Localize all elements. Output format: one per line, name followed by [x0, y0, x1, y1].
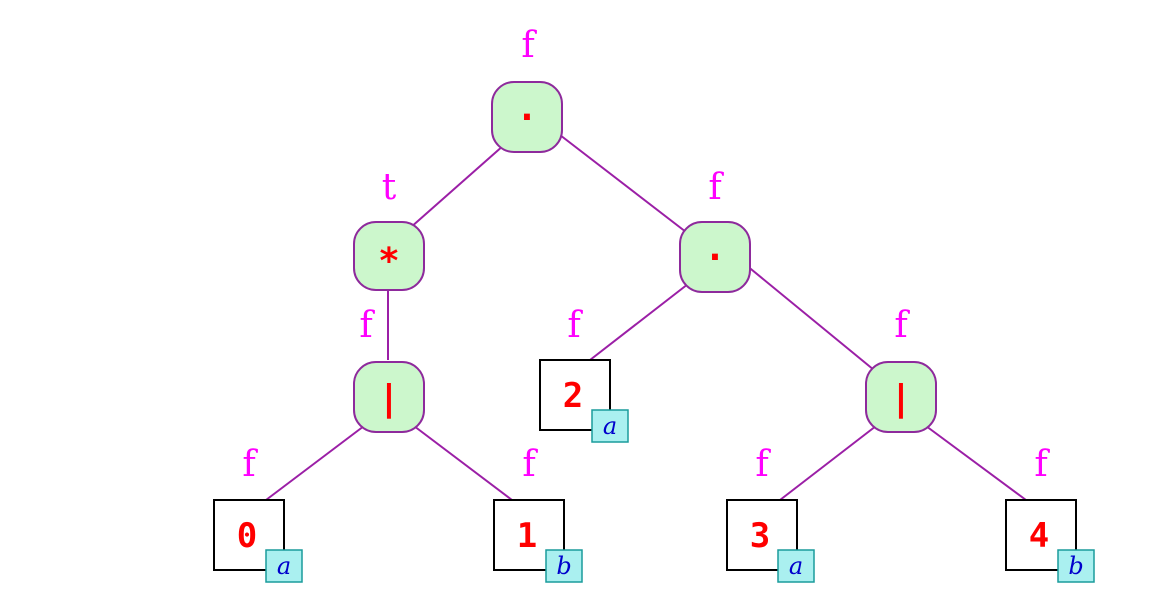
leaf-0-value: 0: [237, 516, 257, 556]
leaf-4-tag: b: [1068, 552, 1083, 580]
bar1-flag: f: [359, 305, 375, 346]
leaf-3-tag-box: [777, 549, 815, 583]
root-flag: f: [521, 25, 537, 66]
bar2-flag: f: [894, 305, 910, 346]
edge-bar1-leaf1: [413, 425, 513, 501]
leaf3-flag: f: [755, 444, 771, 485]
leaf-2-tag: a: [603, 412, 617, 440]
leaf-3-value: 3: [750, 516, 770, 556]
leaf-4-value: 4: [1029, 516, 1049, 556]
leaf2-flag: f: [567, 305, 583, 346]
leaf-1: 1 b: [493, 499, 583, 583]
left-alternation-symbol: |: [378, 378, 400, 419]
star-node: *: [353, 221, 425, 291]
leaf-0-tag-box: [265, 549, 303, 583]
edge-dot2-bar2: [745, 264, 875, 371]
edge-root-star: [409, 144, 505, 229]
edge-bar1-leaf0: [265, 425, 365, 501]
right-alternation-node: |: [865, 361, 937, 433]
leaf-0-tag: a: [277, 552, 291, 580]
edge-root-dot2: [559, 134, 687, 233]
edge-bar2-leaf3: [779, 425, 877, 501]
leaf-3-tag: a: [789, 552, 803, 580]
leaf-3: 3 a: [726, 499, 815, 583]
edge-bar2-leaf4: [925, 425, 1027, 501]
edge-dot2-leaf2: [589, 283, 689, 361]
root-concat-node: ·: [491, 81, 563, 153]
dot2-flag: f: [708, 167, 724, 208]
leaf4-flag: f: [1034, 444, 1050, 485]
leaf-1-tag-box: [545, 549, 583, 583]
leaf-4-tag-box: [1057, 549, 1095, 583]
leaf-2: 2 a: [539, 359, 629, 443]
left-alternation-node: |: [353, 361, 425, 433]
leaf-2-tag-box: [591, 409, 629, 443]
leaf-1-tag: b: [556, 552, 571, 580]
leaf-2-value: 2: [563, 376, 583, 416]
star-flag: t: [382, 167, 397, 208]
star-symbol: *: [378, 241, 400, 282]
leaf0-flag: f: [242, 444, 258, 485]
right-concat-symbol: ·: [704, 237, 726, 278]
leaf1-flag: f: [522, 444, 538, 485]
leaf-4: 4 b: [1005, 499, 1095, 583]
leaf-1-value: 1: [517, 516, 537, 556]
leaf-0: 0 a: [213, 499, 303, 583]
right-concat-node: ·: [679, 221, 751, 293]
right-alternation-symbol: |: [890, 378, 912, 419]
root-symbol: ·: [516, 97, 538, 138]
